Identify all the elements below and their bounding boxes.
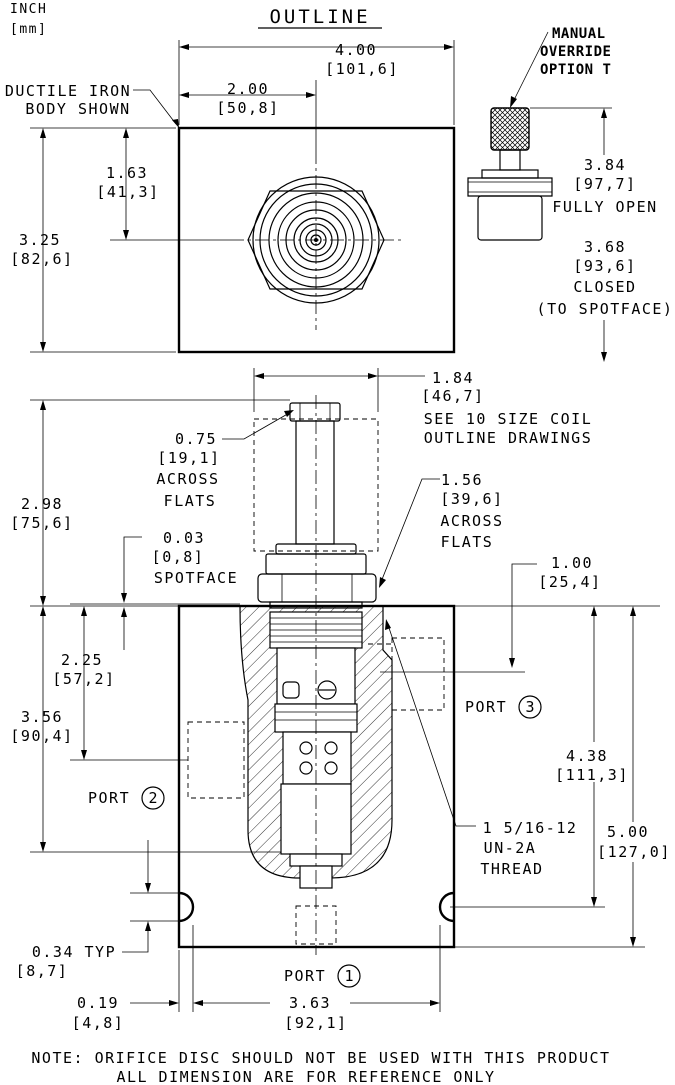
dim-hex-flats-label1: ACROSS [440,512,503,530]
dim-port2-height-mm: [57,2] [52,670,115,688]
note-line2: ALL DIMENSION ARE FOR REFERENCE ONLY [116,1068,495,1085]
override-line1: MANUAL [552,26,606,42]
dim-spotface-mm: [0,8] [152,548,205,566]
dim-slot-typ-mm: [8,7] [16,962,69,980]
dim-center-x-mm: [50,8] [216,99,279,117]
dim-hex-flats-mm: [39,6] [440,490,503,508]
dim-nut-flats: 0.75 [175,430,217,448]
dim-valve-height: 2.98 [21,495,63,513]
dim-nut-flats-label1: ACROSS [156,470,219,488]
dim-spotface-label: SPOTFACE [154,569,238,587]
dim-slot-spacing: 3.63 [289,994,331,1012]
dim-hex-flats: 1.56 [441,471,483,489]
dim-port3-offset-mm: [25,4] [538,573,601,591]
dim-hex-flats-label2: FLATS [441,533,494,551]
dim-override-closed-note: (TO SPOTFACE) [537,300,674,318]
port1-number-circle [337,964,361,988]
dim-thread-spec: UN-2A [484,839,537,857]
port2-bore [187,721,245,799]
dim-port3-offset: 1.00 [551,554,593,572]
port3-number: 3 [525,698,534,716]
dim-override-closed: 3.68 [584,238,626,256]
dim-center-x: 2.00 [227,80,269,98]
dim-center-y: 1.63 [106,164,148,182]
dim-body-width-mm: [101,6] [325,60,399,78]
dim-cavity-depth: 3.56 [21,708,63,726]
note-line1: NOTE: ORIFICE DISC SHOULD NOT BE USED WI… [31,1049,610,1067]
dim-slot-spacing-mm: [92,1] [284,1014,347,1032]
page-title: OUTLINE [269,6,370,28]
port2-number-circle [141,786,165,810]
dim-coil-width: 1.84 [432,369,474,387]
dim-override-open: 3.84 [584,156,626,174]
dim-body-depth: 3.25 [19,231,61,249]
units-secondary: [mm] [10,22,47,37]
dim-edge-offset-mm: [4,8] [72,1014,125,1032]
port2-number: 2 [148,789,157,807]
dim-spotface: 0.03 [163,529,205,547]
port3-bore [391,637,445,711]
dim-thread-label: THREAD [480,860,543,878]
dim-body-width: 4.00 [335,41,377,59]
dim-port2-height: 2.25 [61,651,103,669]
dim-valve-height-mm: [75,6] [10,514,73,532]
port3-label: PORT [465,698,507,716]
port2-label: PORT [88,789,130,807]
dim-coil-width-mm: [46,7] [421,387,484,405]
dim-edge-offset: 0.19 [77,994,119,1012]
body-material-line1: DUCTILE IRON [5,82,131,100]
port3-number-circle [518,695,542,719]
dim-port3-height: 4.38 [566,747,608,765]
override-line3: OPTION T [540,62,611,78]
port1-number: 1 [344,967,353,985]
dim-thread: 1 5/16-12 [483,819,578,837]
dim-nut-flats-mm: [19,1] [157,449,220,467]
dim-override-closed-label: CLOSED [573,278,636,296]
dim-nut-flats-label2: FLATS [164,492,217,510]
dim-slot-typ: 0.34 TYP [32,943,116,961]
dim-center-y-mm: [41,3] [96,183,159,201]
dim-coil-note2: OUTLINE DRAWINGS [424,429,593,447]
dim-override-open-mm: [97,7] [573,175,636,193]
dim-override-open-label: FULLY OPEN [552,198,657,216]
dim-body-height: 5.00 [607,823,649,841]
body-material-line2: BODY SHOWN [25,100,130,118]
dim-cavity-depth-mm: [90,4] [10,727,73,745]
port1-label: PORT [284,967,326,985]
dim-body-depth-mm: [82,6] [10,250,73,268]
dim-override-closed-mm: [93,6] [573,257,636,275]
units-primary: INCH [10,2,47,17]
override-line2: OVERRIDE [540,44,611,60]
manual-override-knob [467,107,553,241]
dim-coil-note1: SEE 10 SIZE COIL [424,410,593,428]
dim-port3-height-mm: [111,3] [555,766,629,784]
valve-cartridge [257,402,377,609]
dim-body-height-mm: [127,0] [597,843,671,861]
